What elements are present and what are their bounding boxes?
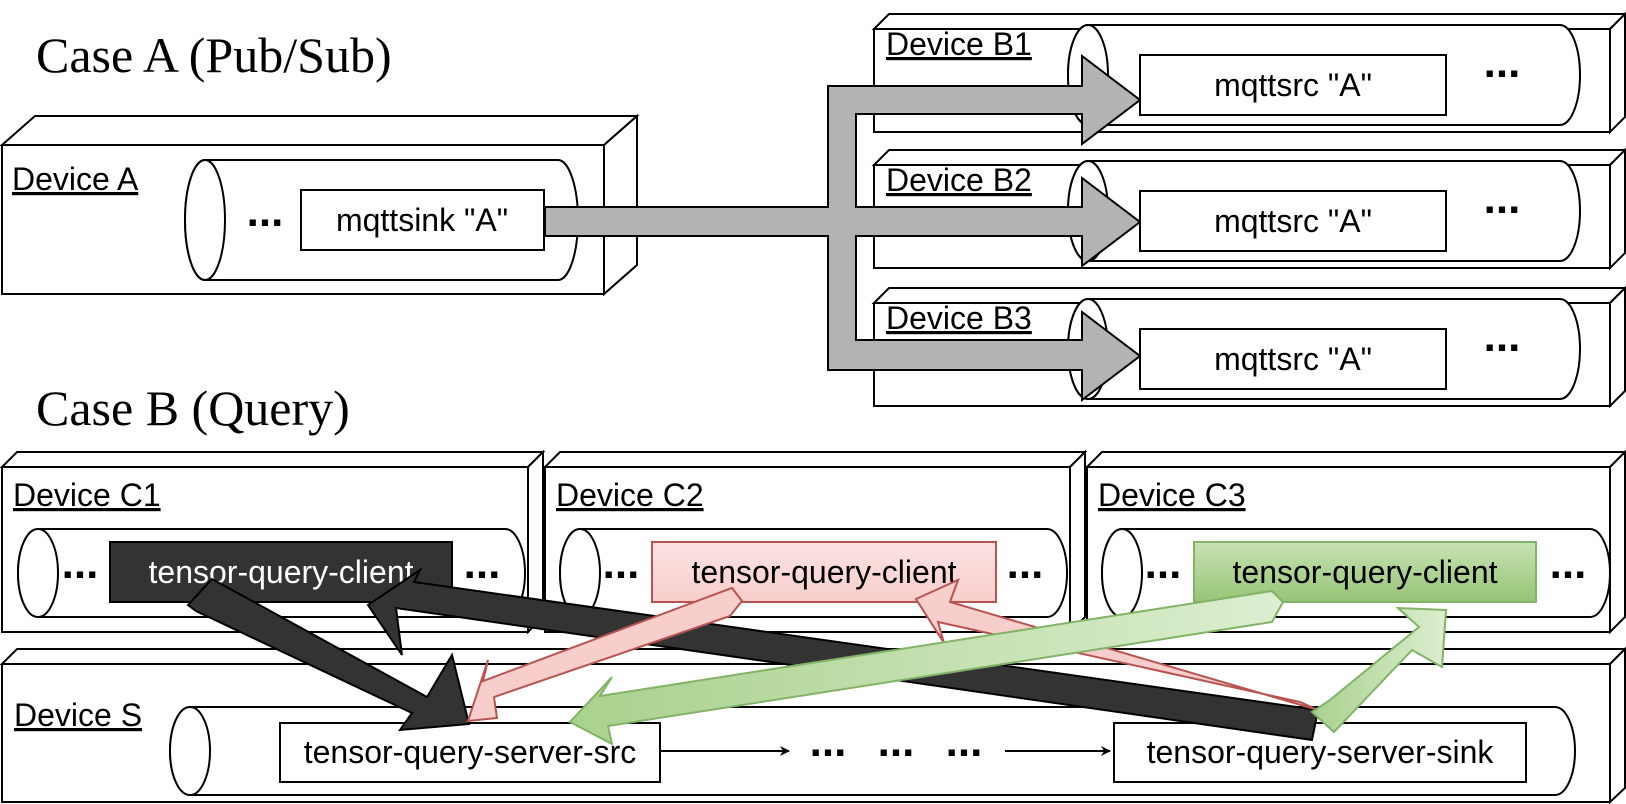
device-b2-label: Device B2 [886, 162, 1032, 198]
device-b2-ellipsis: ... [1484, 174, 1521, 223]
device-a-ellipsis: ... [247, 187, 284, 236]
mqttsrc-label: mqttsrc "A" [1214, 203, 1372, 239]
device-c1-ellipsis-right: ... [464, 539, 501, 588]
case-a-title: Case A (Pub/Sub) [36, 27, 392, 83]
device-c2-ellipsis-left: ... [603, 539, 640, 588]
device-b1-label: Device B1 [886, 26, 1032, 62]
device-c3-label: Device C3 [1098, 477, 1246, 513]
case-b-title: Case B (Query) [36, 380, 350, 436]
query-arrow-c2-request [466, 586, 744, 723]
device-c3-ellipsis-right: ... [1550, 539, 1587, 588]
server-sink-label: tensor-query-server-sink [1147, 734, 1495, 770]
mqttsrc-element [1139, 54, 1447, 116]
query-arrow-c1-request [186, 577, 471, 732]
device-b3-label: Device B3 [886, 300, 1032, 336]
mqttsink-element [300, 189, 545, 251]
device-c2-ellipsis-right: ... [1007, 539, 1044, 588]
query-arrow-c3-request [568, 589, 1285, 746]
mqttsrc-label: mqttsrc "A" [1214, 341, 1372, 377]
server-middle-ellipsis-1: ... [810, 717, 847, 766]
server-src-label: tensor-query-server-src [304, 734, 637, 770]
device-c1-label: Device C1 [13, 477, 161, 513]
mqttsrc-label: mqttsrc "A" [1214, 67, 1372, 103]
device-c1-ellipsis-left: ... [62, 539, 99, 588]
mqtt-publish-arrows [544, 53, 1142, 403]
server-sink-element [1113, 722, 1527, 783]
query-client-label: tensor-query-client [149, 554, 414, 590]
device-c2-label: Device C2 [556, 477, 704, 513]
query-arrows [186, 567, 1448, 746]
query-arrow-c3-response [1310, 606, 1448, 734]
device-b1-ellipsis: ... [1484, 38, 1521, 87]
server-middle-ellipsis-3: ... [946, 717, 983, 766]
query-arrow-c1-response [366, 567, 1320, 742]
device-b3-ellipsis: ... [1484, 312, 1521, 361]
query-client-label: tensor-query-client [692, 554, 957, 590]
query-arrow-c2-response [914, 578, 1319, 711]
query-client-element [1193, 541, 1537, 603]
mqttsrc-element [1139, 328, 1447, 390]
mqttsrc-element [1139, 190, 1447, 252]
device-a-label: Device A [12, 161, 139, 197]
device-s-label: Device S [14, 697, 142, 733]
device-c3-ellipsis-left: ... [1145, 539, 1182, 588]
query-client-label: tensor-query-client [1233, 554, 1498, 590]
server-middle-ellipsis-2: ... [878, 717, 915, 766]
mqttsink-label: mqttsink "A" [336, 202, 508, 238]
